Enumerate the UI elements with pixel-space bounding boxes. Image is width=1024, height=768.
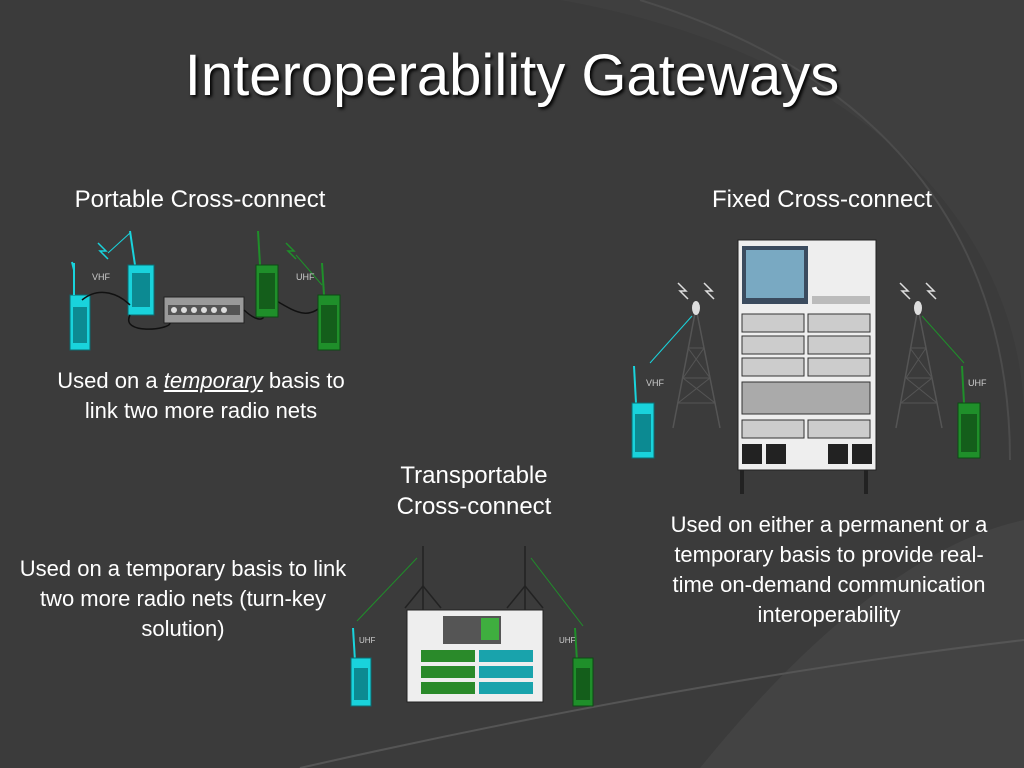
uhf-radio-right-icon — [317, 262, 341, 351]
page-title: Interoperability Gateways — [184, 43, 840, 108]
transportable-description: Used on a temporary basis to link two mo… — [19, 556, 347, 641]
fixed-uhf-label: UHF — [968, 378, 987, 388]
transportable-heading-line2: Cross-connect — [396, 493, 552, 520]
tripod-antenna-right-icon — [506, 546, 544, 610]
portable-heading: Portable Cross-connect — [74, 186, 326, 213]
fixed-uhf-radio-icon — [957, 365, 981, 459]
vhf-radio-left-icon — [69, 261, 91, 351]
transportable-diagram: UHF UHF — [350, 546, 594, 707]
portable-text-suffix: basis to link two more radio nets — [84, 368, 345, 423]
fixed-heading: Fixed Cross-connect — [711, 186, 933, 213]
portable-diagram: VHF UHF — [69, 230, 341, 351]
fixed-description: Used on either a permanent or a temporar… — [670, 512, 988, 627]
transportable-heading: Transportable Cross-connect — [364, 460, 584, 522]
tower-right-icon — [895, 301, 943, 429]
equipment-rack-icon — [737, 239, 877, 494]
vhf-radio-handheld-icon — [127, 230, 155, 316]
transportable-heading-line1: Transportable — [400, 462, 548, 489]
portable-uhf-label: UHF — [296, 272, 315, 282]
portable-description: Used on a temporary basis to link two mo… — [56, 366, 346, 426]
uhf-radio-handheld-icon — [255, 230, 279, 318]
tower-left-icon — [672, 301, 721, 429]
cross-connect-unit-icon — [163, 296, 245, 324]
transportable-radio-left-icon — [350, 627, 372, 707]
transportable-radio-right-icon — [572, 627, 594, 707]
fixed-vhf-label: VHF — [646, 378, 665, 388]
portable-text-prefix: Used on a — [57, 368, 164, 393]
tripod-antenna-left-icon — [404, 546, 442, 610]
transportable-case-icon — [406, 609, 544, 703]
portable-text-emphasis: temporary — [163, 368, 263, 393]
fixed-vhf-radio-icon — [631, 365, 655, 459]
transportable-right-label: UHF — [559, 636, 576, 645]
portable-vhf-label: VHF — [92, 272, 111, 282]
fixed-diagram: VHF UHF — [631, 239, 987, 494]
transportable-left-label: UHF — [359, 636, 376, 645]
